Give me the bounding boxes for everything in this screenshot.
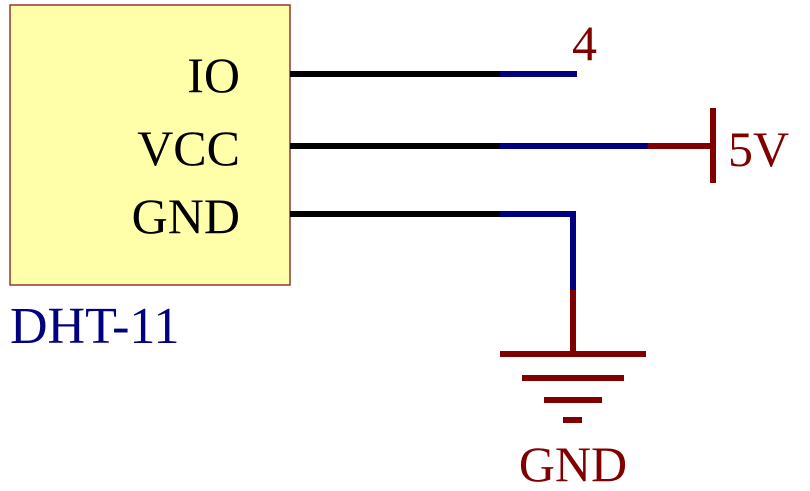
part-name-label: DHT-11 xyxy=(10,298,179,355)
net-label-gnd: GND xyxy=(519,436,627,491)
pin-label-io: IO xyxy=(187,47,240,103)
pin-label-vcc: VCC xyxy=(137,120,240,176)
net-gnd-wire xyxy=(500,211,576,290)
pin-label-gnd: GND xyxy=(132,188,240,244)
net-label-5v: 5V xyxy=(728,121,789,177)
net-label-io: 4 xyxy=(572,15,597,71)
ground-symbol xyxy=(500,351,646,423)
dht11-body xyxy=(9,4,291,286)
